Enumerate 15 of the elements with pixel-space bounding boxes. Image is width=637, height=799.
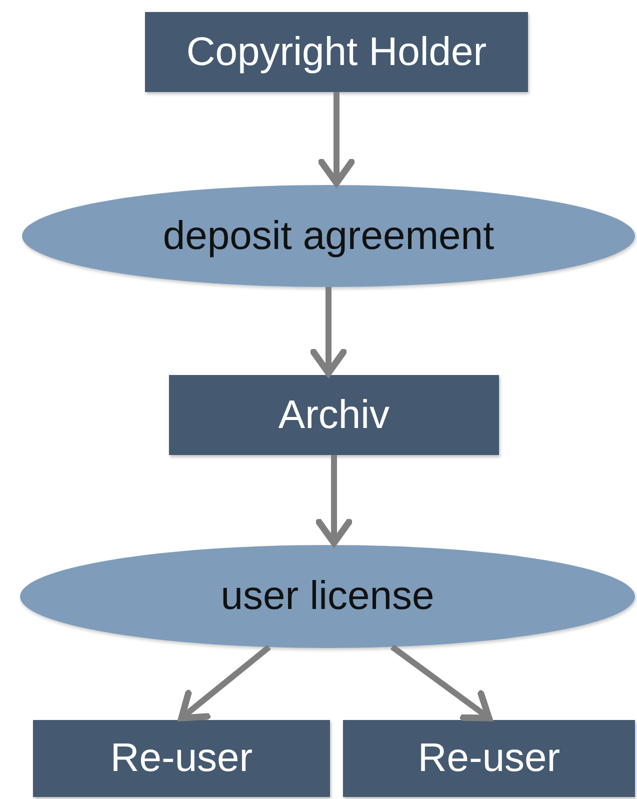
arrow: [310, 287, 347, 376]
arrow: [316, 455, 352, 546]
entity-box: [33, 720, 330, 797]
node-label: Copyright Holder: [186, 30, 487, 74]
node-label: Re-user: [418, 736, 560, 781]
arrow: [178, 644, 271, 722]
node-label: user license: [220, 574, 434, 619]
node-label: Re-user: [110, 736, 253, 781]
entity-box: [169, 375, 499, 455]
node-label: Archiv: [278, 392, 390, 438]
arrow: [318, 92, 355, 186]
node-label: deposit agreement: [162, 214, 494, 258]
entity-box: [145, 12, 528, 92]
arrow: [390, 644, 492, 722]
entity-box: [343, 720, 635, 797]
